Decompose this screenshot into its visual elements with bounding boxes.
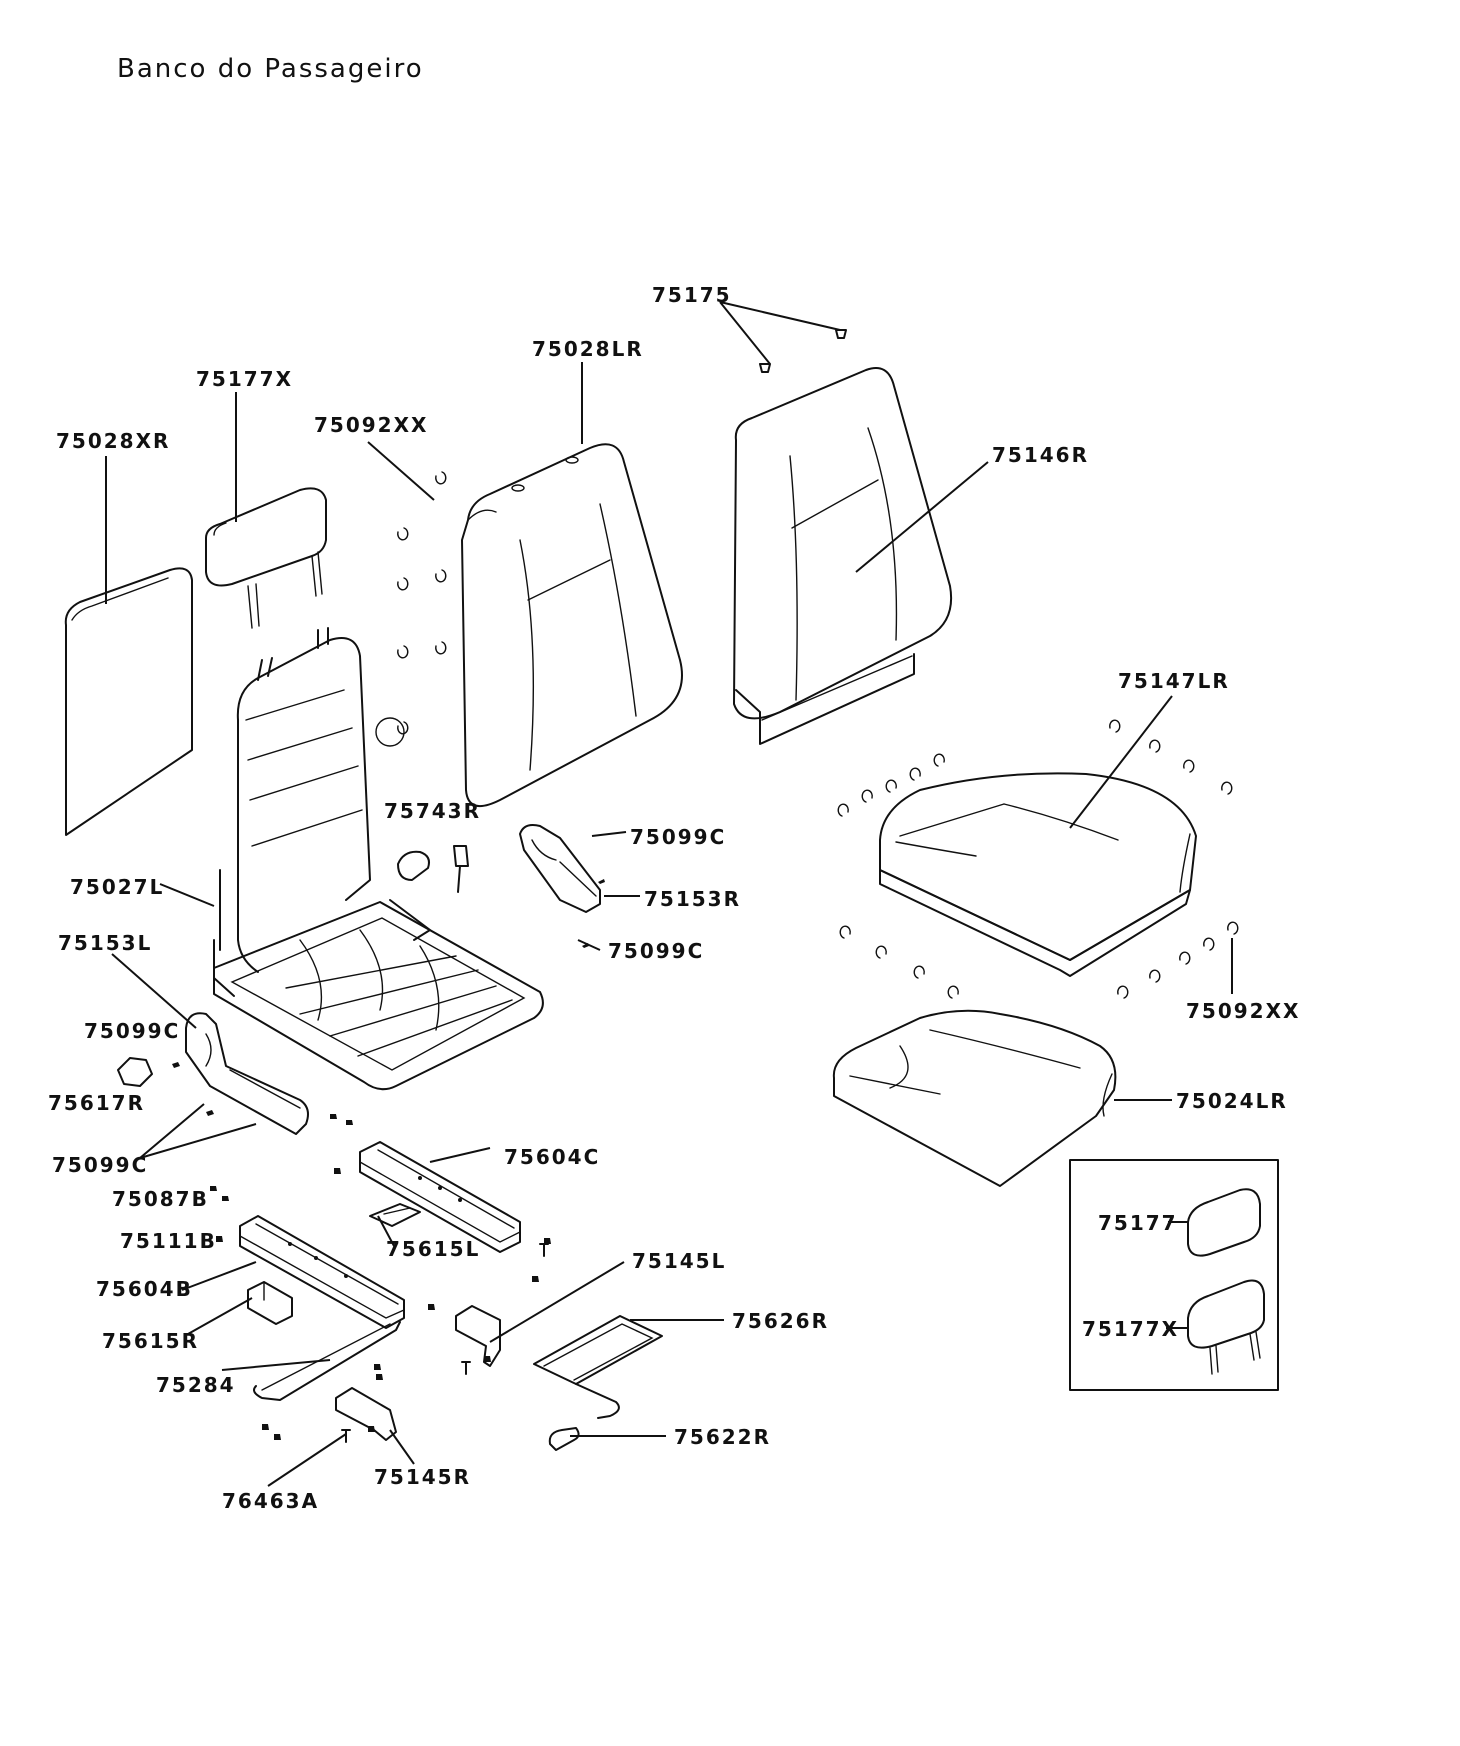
label-75087B: 75087B <box>112 1187 209 1211</box>
label-75622R: 75622R <box>674 1425 771 1449</box>
label-75028LR: 75028LR <box>532 337 644 361</box>
label-75099C-c: 75099C <box>84 1019 180 1043</box>
label-75028XR: 75028XR <box>56 429 170 453</box>
frame-75626R <box>533 1315 663 1419</box>
seat-cover-part <box>879 772 1197 977</box>
knob-75617R <box>117 1057 153 1087</box>
bracket-75145R <box>335 1387 397 1441</box>
label-75111B: 75111B <box>120 1229 217 1253</box>
label-75145R: 75145R <box>374 1465 471 1489</box>
label-75615L: 75615L <box>386 1237 480 1261</box>
label-76463A: 76463A <box>222 1489 319 1513</box>
label-75099C-d: 75099C <box>52 1153 148 1177</box>
lever-cover-75743R <box>397 845 469 893</box>
slide-rail-75604C <box>359 1141 521 1253</box>
bracket-75615L <box>369 1203 421 1227</box>
label-75743R: 75743R <box>384 799 481 823</box>
headrest-part <box>205 487 327 629</box>
label-75027L: 75027L <box>70 875 164 899</box>
page-title: Banco do Passageiro <box>117 54 424 84</box>
bracket-75145L <box>455 1305 501 1367</box>
back-cover-part <box>733 367 952 745</box>
back-cushion-part <box>461 443 683 808</box>
fastener-pair-part <box>759 329 847 373</box>
label-75153R: 75153R <box>644 887 741 911</box>
leader-lines <box>105 301 1233 1487</box>
armrest-right-75153R <box>519 824 601 913</box>
label-75604B: 75604B <box>96 1277 193 1301</box>
label-75024LR: 75024LR <box>1176 1089 1288 1113</box>
wire-75284 <box>253 1321 401 1401</box>
label-75177: 75177 <box>1098 1211 1178 1235</box>
label-75153L: 75153L <box>58 931 152 955</box>
label-75604C: 75604C <box>504 1145 600 1169</box>
bracket-75615R <box>247 1281 293 1325</box>
label-75145L: 75145L <box>632 1249 726 1273</box>
headrest-options-box <box>1069 1159 1279 1391</box>
label-75147LR: 75147LR <box>1118 669 1230 693</box>
label-75617R: 75617R <box>48 1091 145 1115</box>
label-75099C-a: 75099C <box>630 825 726 849</box>
label-75092XX-top: 75092XX <box>314 413 428 437</box>
label-75146R: 75146R <box>992 443 1089 467</box>
label-75177X-box: 75177X <box>1082 1317 1179 1341</box>
clip-set-left <box>397 471 447 735</box>
clip-set-right <box>837 719 1239 999</box>
label-75284: 75284 <box>156 1373 236 1397</box>
slide-rail-75604B <box>239 1215 405 1329</box>
label-75626R: 75626R <box>732 1309 829 1333</box>
seat-frame-part <box>213 627 544 1091</box>
seat-cushion-part <box>832 1009 1117 1187</box>
label-75177X-top: 75177X <box>196 367 293 391</box>
label-75099C-b: 75099C <box>608 939 704 963</box>
handle-75622R <box>548 1427 580 1451</box>
armrest-left-75153L <box>185 1012 309 1135</box>
label-75092XX-right: 75092XX <box>1186 999 1300 1023</box>
screw-set <box>172 879 605 1443</box>
back-panel-part <box>64 567 193 836</box>
label-75175: 75175 <box>652 283 732 307</box>
label-75615R: 75615R <box>102 1329 199 1353</box>
